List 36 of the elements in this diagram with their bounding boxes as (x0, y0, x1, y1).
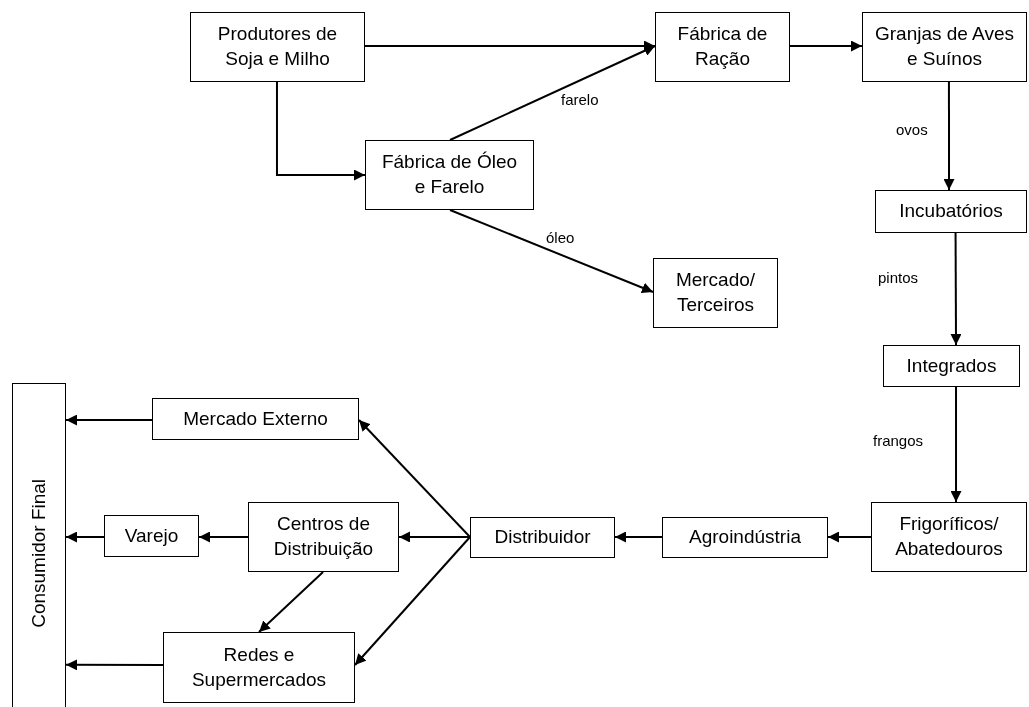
arrow (449, 209, 654, 293)
arrow (276, 81, 366, 181)
edge-label: óleo (545, 230, 576, 245)
arrow (950, 386, 962, 503)
process-box: Mercado Externo (152, 398, 359, 440)
arrow (65, 531, 105, 543)
edge-label: farelo (560, 92, 600, 107)
process-box: Incubatórios (875, 190, 1027, 233)
arrow (950, 232, 962, 346)
process-box: Produtores de Soja e Milho (190, 12, 365, 82)
arrow (354, 536, 471, 666)
process-box: Fábrica de Ração (655, 12, 790, 82)
arrow (258, 571, 325, 633)
arrow (614, 531, 663, 543)
arrow (943, 81, 955, 191)
arrow (827, 531, 872, 543)
arrow (198, 531, 249, 543)
arrow (65, 659, 164, 671)
edge-label: pintos (877, 270, 920, 285)
process-box: Granjas de Aves e Suínos (862, 12, 1027, 82)
process-box: Fábrica de Óleo e Farelo (365, 140, 534, 210)
process-box: Mercado/ Terceiros (653, 258, 778, 328)
arrow (358, 419, 471, 538)
process-box: Integrados (883, 345, 1020, 387)
process-box: Agroindústria (662, 517, 828, 558)
process-box: Varejo (104, 515, 199, 557)
arrow (449, 45, 656, 141)
process-box: Redes e Supermercados (163, 632, 355, 703)
arrow (65, 414, 153, 426)
process-box: Frigoríficos/ Abatedouros (871, 502, 1027, 572)
process-box: Consumidor Final (12, 383, 66, 707)
edge-label: frangos (872, 433, 925, 448)
process-box: Centros de Distribuição (248, 502, 399, 572)
arrow (398, 531, 471, 543)
process-box: Distribuidor (470, 517, 615, 558)
arrow (789, 40, 863, 52)
